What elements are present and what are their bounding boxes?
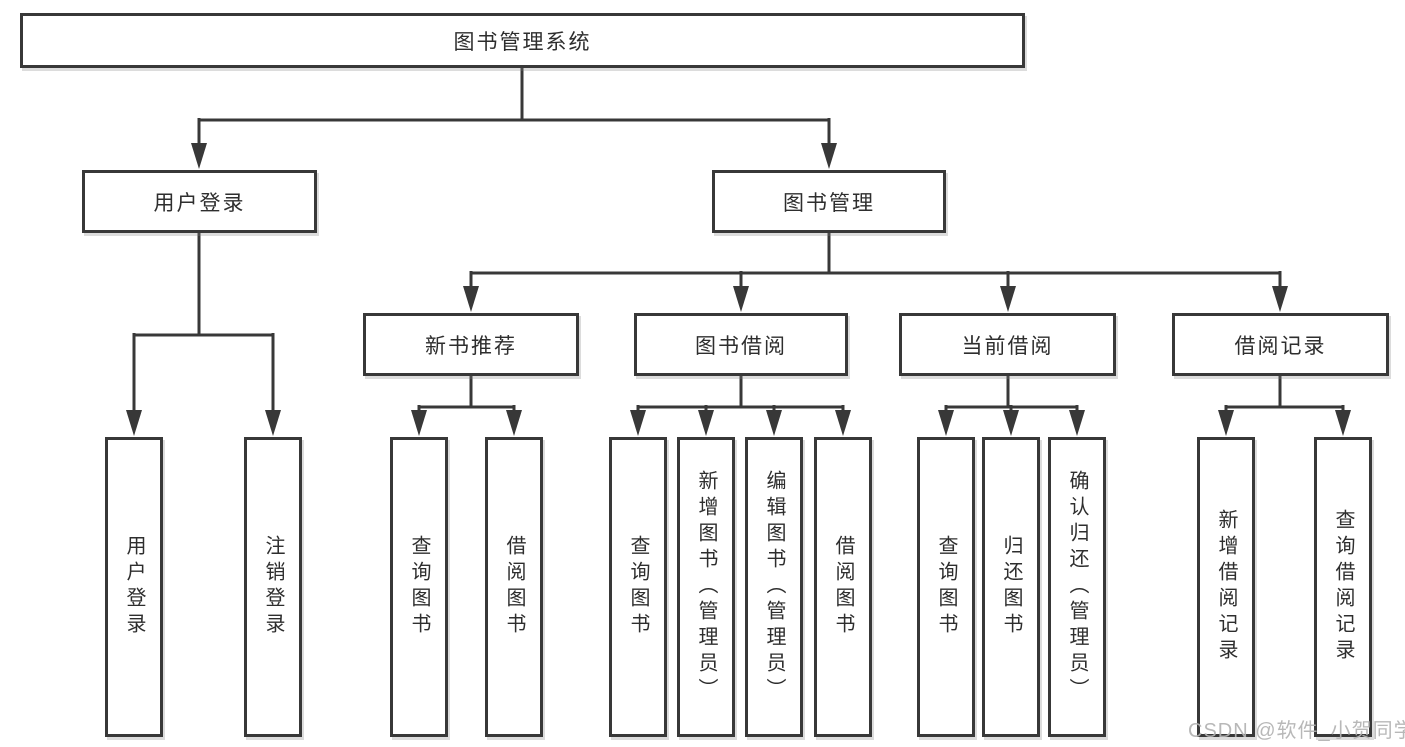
node-label: 查询图书 xyxy=(408,535,430,639)
node-label: 确认归还（管理员） xyxy=(1066,470,1088,704)
node-label: 查询图书 xyxy=(627,535,649,639)
leaf-confirm-return-admin: 确认归还（管理员） xyxy=(1048,437,1106,737)
node-label: 注销登录 xyxy=(262,535,284,639)
leaf-add-borrow-record: 新增借阅记录 xyxy=(1197,437,1255,737)
leaf-query-books-recommend: 查询图书 xyxy=(390,437,448,737)
node-label: 归还图书 xyxy=(1000,535,1022,639)
leaf-logout: 注销登录 xyxy=(244,437,302,737)
node-borrowing-records: 借阅记录 xyxy=(1172,313,1389,376)
node-user-login: 用户登录 xyxy=(82,170,317,233)
node-current-borrowing: 当前借阅 xyxy=(899,313,1116,376)
node-label: 图书借阅 xyxy=(695,334,787,358)
node-book-borrowing: 图书借阅 xyxy=(634,313,848,376)
node-label: 查询图书 xyxy=(935,535,957,639)
node-label: 图书管理 xyxy=(783,191,875,215)
node-label: 新书推荐 xyxy=(425,334,517,358)
leaf-borrow-books-recommend: 借阅图书 xyxy=(485,437,543,737)
node-label: 当前借阅 xyxy=(961,334,1054,358)
leaf-edit-book-admin: 编辑图书（管理员） xyxy=(745,437,803,737)
node-label: 图书管理系统 xyxy=(453,30,592,54)
node-label: 用户登录 xyxy=(123,535,145,639)
leaf-query-borrow-record: 查询借阅记录 xyxy=(1314,437,1372,737)
leaf-borrow-books-borrowing: 借阅图书 xyxy=(814,437,872,737)
node-book-management: 图书管理 xyxy=(712,170,946,233)
csdn-watermark: CSDN @软件_小贺同学 xyxy=(1188,720,1405,742)
node-label: 借阅图书 xyxy=(832,535,854,639)
leaf-return-book: 归还图书 xyxy=(982,437,1040,737)
node-library-management-system: 图书管理系统 xyxy=(20,13,1025,68)
node-label: 借阅图书 xyxy=(503,535,525,639)
leaf-user-login: 用户登录 xyxy=(105,437,163,737)
node-label: 编辑图书（管理员） xyxy=(763,470,785,704)
leaf-query-books-current: 查询图书 xyxy=(917,437,975,737)
node-label: 新增图书（管理员） xyxy=(695,470,717,704)
leaf-query-books-borrowing: 查询图书 xyxy=(609,437,667,737)
node-label: 用户登录 xyxy=(153,191,246,215)
node-label: 借阅记录 xyxy=(1234,334,1327,358)
node-label: 新增借阅记录 xyxy=(1215,509,1237,665)
node-label: 查询借阅记录 xyxy=(1332,509,1354,665)
node-new-book-recommendation: 新书推荐 xyxy=(363,313,579,376)
leaf-add-book-admin: 新增图书（管理员） xyxy=(677,437,735,737)
